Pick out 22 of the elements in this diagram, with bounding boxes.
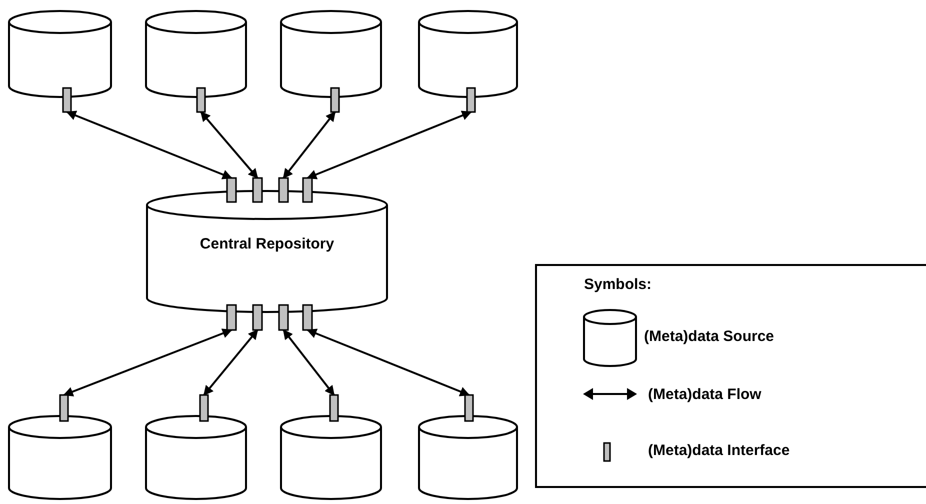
double-arrow xyxy=(282,111,336,179)
legend-label: (Meta)data Source xyxy=(644,328,774,345)
legend-heading: Symbols: xyxy=(584,276,652,293)
source-cylinder xyxy=(145,10,247,112)
source-cylinder xyxy=(280,10,382,112)
repository-cylinder xyxy=(146,178,388,330)
double-arrow xyxy=(203,329,258,396)
double-arrow xyxy=(63,328,232,396)
double-arrow xyxy=(66,110,232,180)
source-cylinder xyxy=(280,395,382,500)
source-cylinder xyxy=(418,10,518,112)
double-arrow xyxy=(306,110,472,180)
legend-label: (Meta)data Flow xyxy=(648,386,762,403)
double-arrow xyxy=(200,111,258,179)
double-arrow xyxy=(306,328,470,396)
node-label: Central Repository xyxy=(200,236,334,252)
source-cylinder xyxy=(8,395,112,500)
source-cylinder xyxy=(418,395,518,500)
source-cylinder xyxy=(8,10,112,112)
double-arrow xyxy=(282,329,335,396)
legend-label: (Meta)data Interface xyxy=(648,442,790,459)
source-cylinder xyxy=(145,395,247,500)
